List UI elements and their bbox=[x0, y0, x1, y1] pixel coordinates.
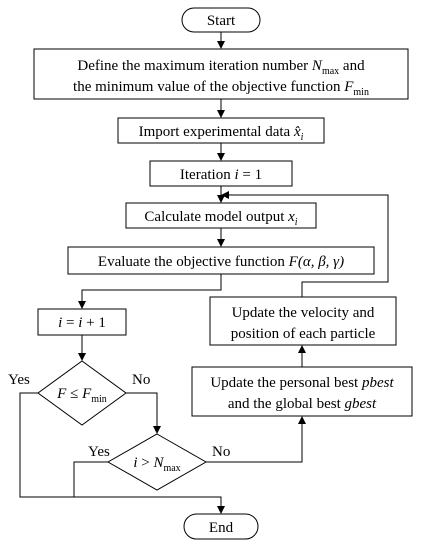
edge-no-2: No bbox=[212, 444, 230, 460]
edge-yes-1: Yes bbox=[8, 372, 30, 388]
edge-no-1: No bbox=[132, 372, 150, 388]
arrow-cond1-yes-end bbox=[19, 392, 225, 514]
calc-label: Calculate model output xi bbox=[144, 209, 297, 228]
eval-box bbox=[67, 246, 375, 275]
update-best-line-2: and the global best gbest bbox=[228, 396, 377, 412]
update-best-line-1: Update the personal best pbest bbox=[210, 375, 394, 391]
increment-label: i = i + 1 bbox=[58, 315, 106, 331]
end-terminal bbox=[183, 513, 259, 540]
update-velocity-line-2: position of each particle bbox=[231, 326, 376, 342]
increment-box bbox=[37, 308, 127, 336]
arrow-cond2-no-pbest bbox=[206, 416, 306, 463]
start-label: Start bbox=[207, 13, 236, 29]
iteration-label: Iteration i = 1 bbox=[180, 167, 262, 183]
cond-fitness-label: F ≤ Fmin bbox=[56, 386, 107, 405]
update-velocity-box bbox=[209, 296, 397, 346]
cond-iteration-diamond bbox=[106, 433, 208, 491]
update-velocity-line-1: Update the velocity and bbox=[232, 305, 375, 321]
define-line-2: the minimum value of the objective funct… bbox=[73, 79, 369, 98]
edge-yes-2: Yes bbox=[88, 444, 110, 460]
cond-fitness-diamond bbox=[37, 360, 127, 426]
calc-box bbox=[125, 202, 317, 229]
arrow-eval-increment bbox=[78, 274, 222, 309]
import-label: Import experimental data x̂i bbox=[139, 124, 304, 143]
arrow-cond2-yes-end bbox=[73, 461, 108, 497]
define-box bbox=[33, 48, 409, 100]
cond-iteration-label: i > Nmax bbox=[133, 455, 180, 474]
define-line-1: Define the maximum iteration number Nmax… bbox=[77, 58, 365, 77]
eval-label: Evaluate the objective function F(α, β, … bbox=[98, 254, 344, 270]
arrow-cond1-no-cond2 bbox=[126, 392, 161, 434]
update-best-box bbox=[191, 366, 413, 417]
end-label: End bbox=[209, 520, 234, 536]
import-box bbox=[117, 117, 325, 144]
arrow-velocity-loop bbox=[221, 191, 389, 297]
